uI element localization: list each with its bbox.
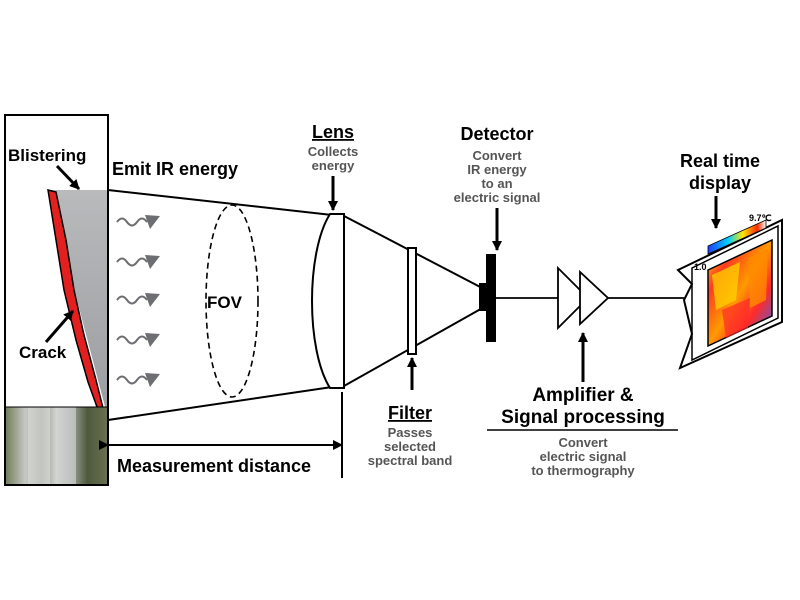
blistering-arrow bbox=[55, 164, 81, 191]
detector-desc-1: Convert bbox=[472, 148, 522, 163]
wall-panel bbox=[4, 114, 109, 486]
amplifier-stage-1 bbox=[557, 265, 590, 331]
blistering-label: Blistering bbox=[8, 146, 86, 165]
fov-ellipse bbox=[205, 204, 259, 398]
crack-label: Crack bbox=[19, 343, 67, 362]
amplifier-desc-2: electric signal bbox=[540, 449, 627, 464]
scale-min-label: 1.0 bbox=[694, 262, 707, 272]
wall-photo bbox=[5, 407, 108, 485]
detector-block bbox=[479, 283, 488, 311]
amplifier-label-1: Amplifier & bbox=[532, 385, 634, 406]
amplifier-desc-1: Convert bbox=[558, 435, 608, 450]
amplifier-stage-2 bbox=[579, 269, 610, 327]
ir-wave-arrow bbox=[116, 215, 160, 229]
display-label-2: display bbox=[689, 173, 751, 193]
crack-arrow bbox=[44, 310, 75, 343]
fov-label: FOV bbox=[207, 293, 243, 312]
temperature-scale-bar bbox=[707, 219, 767, 255]
lens-desc-2: energy bbox=[312, 158, 355, 173]
lens-shape bbox=[311, 213, 345, 389]
measurement-distance-label: Measurement distance bbox=[117, 456, 311, 476]
display-label-1: Real time bbox=[680, 151, 760, 171]
ir-wave-arrow bbox=[116, 333, 160, 347]
detector-desc-3: to an bbox=[481, 176, 512, 191]
filter-label: Filter bbox=[388, 403, 432, 423]
ir-wave-arrows bbox=[116, 215, 160, 387]
thermal-display: 1.0 9.7℃ bbox=[676, 213, 783, 370]
filter-desc-3: spectral band bbox=[368, 453, 453, 468]
ir-wave-arrow bbox=[116, 293, 160, 307]
fov-upper-edge bbox=[107, 189, 333, 216]
amplifier-label-2: Signal processing bbox=[501, 407, 665, 428]
lens-desc-1: Collects bbox=[308, 144, 359, 159]
detector-desc-2: IR energy bbox=[467, 162, 527, 177]
ir-wave-arrow bbox=[116, 373, 160, 387]
scale-max-label: 9.7℃ bbox=[749, 213, 772, 223]
detector-label: Detector bbox=[460, 124, 533, 144]
amplifier-desc-3: to thermography bbox=[531, 463, 635, 478]
filter-desc-1: Passes bbox=[388, 425, 433, 440]
lens-label: Lens bbox=[312, 122, 354, 142]
detector-desc-4: electric signal bbox=[454, 190, 541, 205]
emit-ir-label: Emit IR energy bbox=[112, 159, 238, 179]
detector-plate bbox=[486, 254, 496, 342]
filter-desc-2: selected bbox=[384, 439, 436, 454]
ir-wave-arrow bbox=[116, 255, 160, 269]
filter-shape bbox=[407, 247, 417, 355]
fov-lower-edge bbox=[107, 386, 333, 421]
